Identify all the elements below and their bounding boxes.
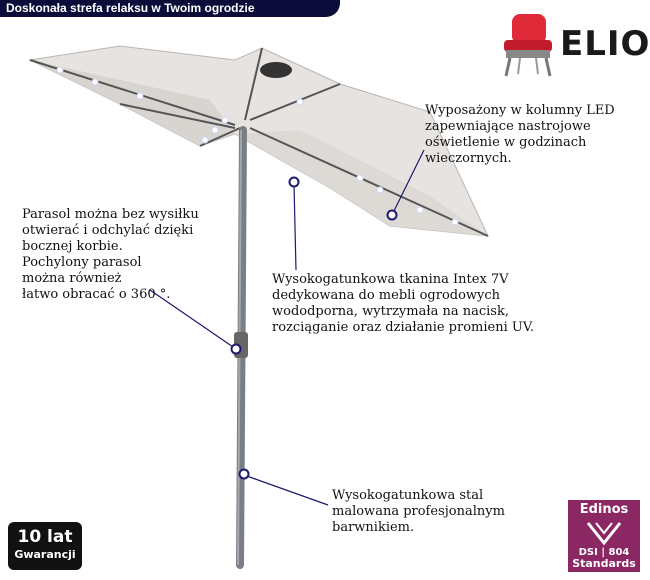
warranty-badge: 10 lat Gwarancji xyxy=(8,522,82,570)
led-lights xyxy=(56,66,459,226)
warranty-years: 10 lat xyxy=(17,527,73,547)
certificate-code-left: DSI xyxy=(578,547,598,558)
certificate-standards: Standards xyxy=(572,557,636,570)
note-led-lighting: Wyposażony w kolumny LED zapewniające na… xyxy=(425,103,615,166)
red-chair-icon xyxy=(504,14,552,77)
note-steel: Wysokogatunkowa stal malowana profesjona… xyxy=(332,488,505,535)
callout-dots xyxy=(230,176,398,480)
page-title: Doskonała strefa relaksu w Twoim ogrodzi… xyxy=(0,0,340,17)
certificate-code-right: 804 xyxy=(608,547,630,558)
certificate-code: DSI | 804 xyxy=(578,547,630,558)
callout-lines xyxy=(149,149,425,506)
note-tilt-crank: Parasol można bez wysiłku otwierać i odc… xyxy=(22,207,199,302)
edinos-certificate-badge: Edinos DSI | 804 Standards xyxy=(568,500,640,572)
certificate-seal-icon xyxy=(586,522,622,546)
note-fabric: Wysokogatunkowa tkanina Intex 7V dedykow… xyxy=(272,272,535,335)
brand-name: ELIOR xyxy=(560,24,650,64)
solar-panel xyxy=(260,62,292,78)
edinos-name: Edinos xyxy=(579,502,629,517)
warranty-label: Gwarancji xyxy=(14,548,76,561)
brand-logo: ELIOR xyxy=(498,10,650,80)
